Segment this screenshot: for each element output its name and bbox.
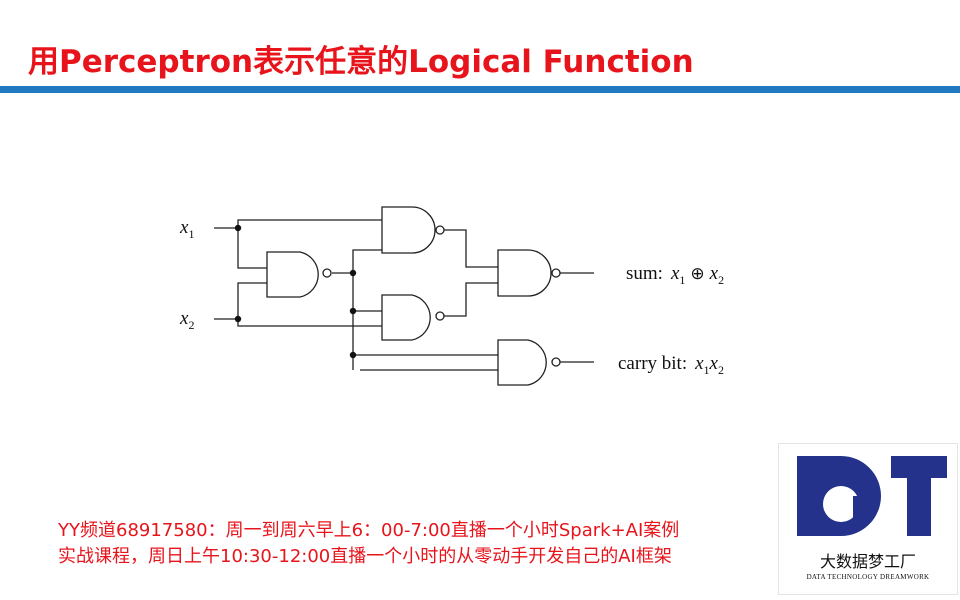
wire-x1-down xyxy=(237,228,267,269)
nand-gate-4 xyxy=(497,249,561,297)
wire-bus-nand2 xyxy=(352,249,382,273)
junction-x1 xyxy=(234,224,242,232)
half-adder-circuit-diagram: x1 x2 sum:x1⊕x2 carry bit:x1x2 xyxy=(179,206,724,386)
nand-gate-5 xyxy=(497,339,561,386)
nand-gate-3 xyxy=(381,294,445,341)
slide-title: 用Perceptron表示任意的Logical Function xyxy=(28,44,694,80)
wire-nand3-out xyxy=(444,282,498,317)
wire-x1-up xyxy=(237,219,382,228)
svg-text:carry bit:x1x2: carry bit: x1x2 xyxy=(618,353,724,377)
wire-x2-up xyxy=(237,282,267,319)
footer-line-2: 实战课程，周日上午10:30-12:00直播一个小时的从零动手开发自己的AI框架 xyxy=(58,546,672,567)
junction-nand1-out xyxy=(349,269,357,277)
input-x1-label: x xyxy=(179,217,189,238)
svg-text:sum:x1⊕x2: sum:x1⊕x2 xyxy=(626,263,724,287)
sum-var-2-subscript: 2 xyxy=(718,273,724,287)
input-x1-subscript: 1 xyxy=(188,227,194,241)
wire-x2-down xyxy=(237,319,382,327)
wire-nand2-out xyxy=(444,229,498,268)
svg-text:x2: x2 xyxy=(179,308,194,332)
nand-gate-1 xyxy=(266,251,332,298)
dt-logo-mark xyxy=(797,456,947,536)
junction-bus-mid xyxy=(349,307,357,315)
footer-line-1: YY频道68917580：周一到周六早上6：00-7:00直播一个小时Spark… xyxy=(58,520,680,541)
logo-name-cn: 大数据梦工厂 xyxy=(819,552,916,571)
carry-var-1-subscript: 1 xyxy=(704,363,710,377)
carry-var-2-subscript: 2 xyxy=(718,363,724,377)
carry-var-2: x xyxy=(709,353,719,374)
logo-name-en: DATA TECHNOLOGY DREAMWORK xyxy=(806,573,930,581)
svg-text:x1: x1 xyxy=(179,217,194,241)
carry-output-label: carry bit: xyxy=(618,353,687,374)
junction-x2 xyxy=(234,315,242,323)
xor-operator: ⊕ xyxy=(690,264,704,284)
sum-var-1-subscript: 1 xyxy=(679,273,685,287)
sum-var-1: x xyxy=(670,263,680,284)
nand-gate-2 xyxy=(381,206,445,254)
carry-var-1: x xyxy=(694,353,704,374)
junction-bus-low xyxy=(349,351,357,359)
input-x2-label: x xyxy=(179,308,189,329)
sum-output-label: sum: xyxy=(626,263,663,284)
title-divider xyxy=(0,86,960,93)
sum-var-2: x xyxy=(709,263,719,284)
dt-logo: 大数据梦工厂 DATA TECHNOLOGY DREAMWORK xyxy=(778,443,958,595)
input-x2-subscript: 2 xyxy=(188,318,194,332)
footer-announcement: YY频道68917580：周一到周六早上6：00-7:00直播一个小时Spark… xyxy=(58,518,679,570)
